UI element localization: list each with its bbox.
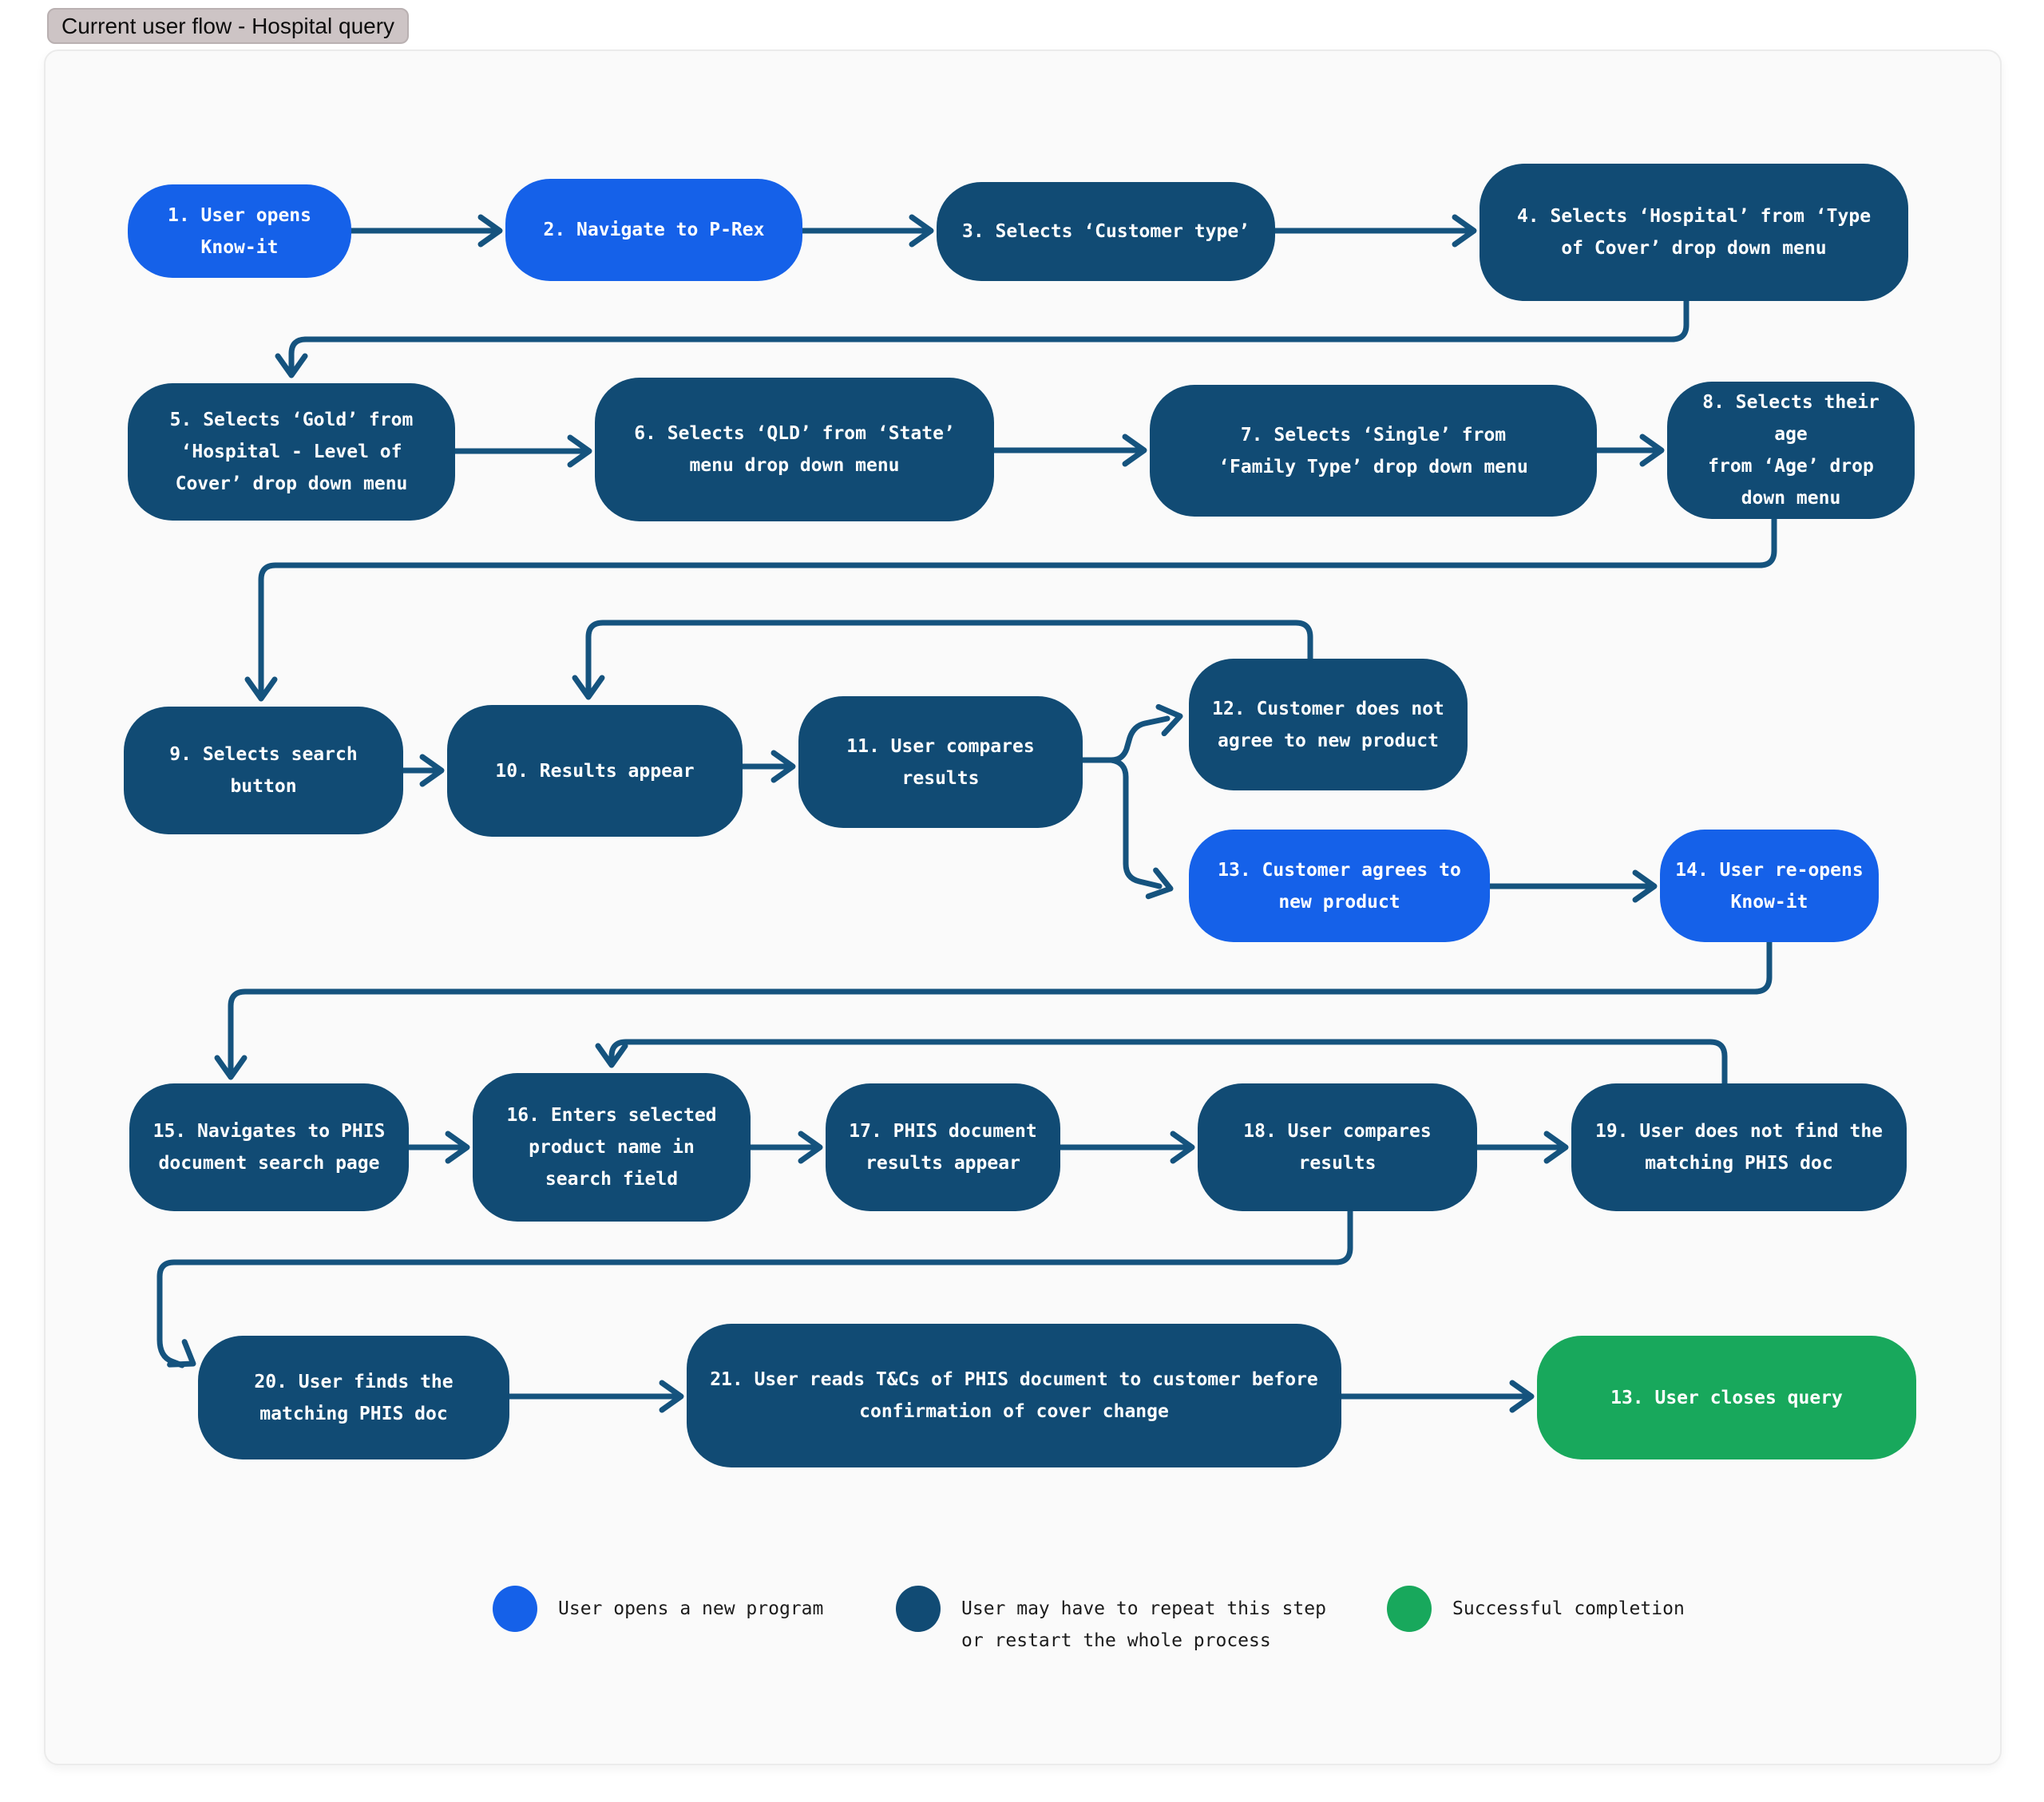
flow-node-n16[interactable]: 16. Enters selected product name in sear… (473, 1073, 751, 1222)
flow-node-n20[interactable]: 20. User finds the matching PHIS doc (198, 1336, 509, 1459)
flow-node-n19[interactable]: 19. User does not find the matching PHIS… (1571, 1083, 1907, 1211)
flow-node-n22[interactable]: 13. User closes query (1537, 1336, 1916, 1459)
legend-label: User may have to repeat this step or res… (961, 1598, 1326, 1651)
flow-node-n14[interactable]: 14. User re-opens Know-it (1660, 830, 1879, 942)
flow-node-n9[interactable]: 9. Selects search button (124, 707, 403, 834)
flow-node-n18[interactable]: 18. User compares results (1198, 1083, 1477, 1211)
legend-item-repeat-step: User may have to repeat this step or res… (896, 1586, 1326, 1657)
diagram-title-text: Current user flow - Hospital query (61, 13, 395, 38)
flow-node-n10[interactable]: 10. Results appear (447, 705, 743, 837)
flow-node-n4[interactable]: 4. Selects ‘Hospital’ from ‘Type of Cove… (1480, 164, 1908, 301)
flow-node-n7[interactable]: 7. Selects ‘Single’ from ‘Family Type’ d… (1150, 385, 1597, 517)
flow-node-n13[interactable]: 13. Customer agrees to new product (1189, 830, 1490, 942)
legend-label: User opens a new program (558, 1598, 824, 1619)
flow-node-n11[interactable]: 11. User compares results (798, 696, 1083, 828)
flow-node-n17[interactable]: 17. PHIS document results appear (826, 1083, 1060, 1211)
flow-node-n6[interactable]: 6. Selects ‘QLD’ from ‘State’ menu drop … (595, 378, 994, 521)
flow-node-n21[interactable]: 21. User reads T&Cs of PHIS document to … (687, 1324, 1341, 1467)
flow-node-n15[interactable]: 15. Navigates to PHIS document search pa… (129, 1083, 409, 1211)
flow-node-n8[interactable]: 8. Selects their age from ‘Age’ drop dow… (1667, 382, 1915, 519)
legend-swatch-blue-icon (493, 1586, 537, 1632)
legend-swatch-green-icon (1387, 1586, 1432, 1632)
flow-node-n5[interactable]: 5. Selects ‘Gold’ from ‘Hospital - Level… (128, 383, 455, 521)
flow-node-n3[interactable]: 3. Selects ‘Customer type’ (937, 182, 1275, 281)
flow-node-n2[interactable]: 2. Navigate to P-Rex (505, 179, 802, 281)
flow-node-n12[interactable]: 12. Customer does not agree to new produ… (1189, 659, 1468, 790)
diagram-title-tag[interactable]: Current user flow - Hospital query (47, 8, 410, 44)
legend-label: Successful completion (1452, 1598, 1685, 1619)
legend-item-success: Successful completion (1387, 1586, 1685, 1632)
legend-item-new-program: User opens a new program (493, 1586, 824, 1632)
legend-swatch-dark-icon (896, 1586, 941, 1632)
flow-node-n1[interactable]: 1. User opens Know-it (128, 184, 351, 278)
